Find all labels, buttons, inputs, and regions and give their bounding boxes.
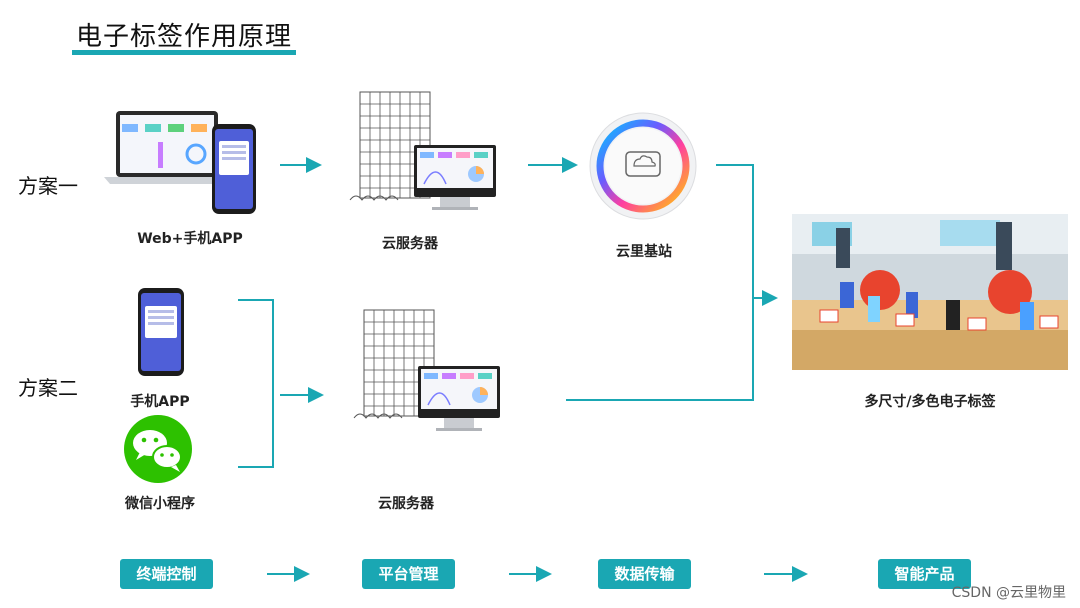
caption-web-app: Web+手机APP bbox=[137, 231, 243, 247]
caption-base-station: 云里基站 bbox=[616, 244, 672, 260]
step-terminal-control: 终端控制 bbox=[120, 559, 213, 589]
caption-labels: 多尺寸/多色电子标签 bbox=[864, 394, 996, 410]
caption-phone-app: 手机APP bbox=[130, 394, 190, 410]
step-smart-products: 智能产品 bbox=[878, 559, 971, 589]
line-station-to-labels bbox=[566, 164, 754, 401]
title-underline bbox=[72, 50, 296, 55]
caption-server-2: 云服务器 bbox=[378, 496, 434, 512]
cloud-server-icon-1 bbox=[349, 91, 496, 210]
phone-icon bbox=[212, 124, 256, 214]
scheme-1-label: 方案一 bbox=[18, 174, 78, 198]
bracket-scheme2 bbox=[238, 299, 274, 468]
laptop-icon bbox=[104, 111, 228, 184]
page-title: 电子标签作用原理 bbox=[76, 22, 293, 52]
connector-lines bbox=[238, 157, 808, 582]
phone-app-icon bbox=[138, 288, 184, 376]
caption-server-1: 云服务器 bbox=[382, 236, 438, 252]
caption-wechat: 微信小程序 bbox=[125, 496, 195, 512]
store-photo bbox=[792, 214, 1068, 370]
wechat-icon bbox=[124, 415, 192, 483]
step-platform-management: 平台管理 bbox=[362, 559, 455, 589]
scheme-2-label: 方案二 bbox=[18, 376, 78, 400]
watermark: CSDN @云里物里 bbox=[951, 585, 1066, 601]
cloud-server-icon-2 bbox=[353, 309, 500, 431]
base-station-icon bbox=[589, 112, 697, 220]
step-data-transmission: 数据传输 bbox=[598, 559, 691, 589]
